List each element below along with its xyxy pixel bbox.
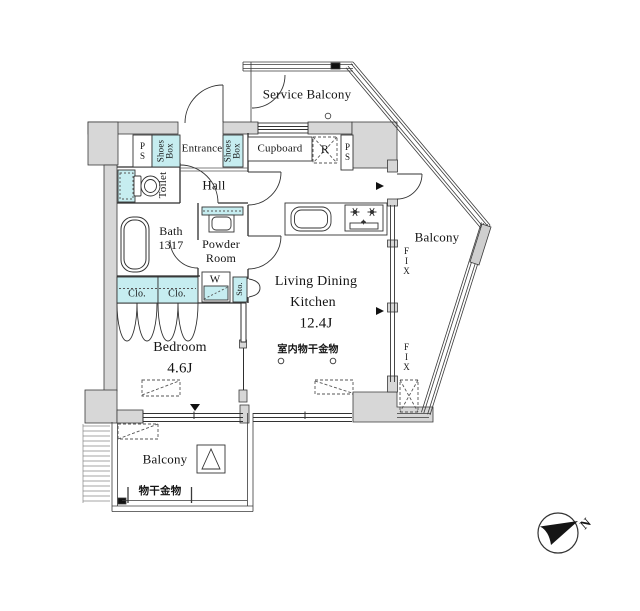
- balcony-east-label: Balcony: [414, 229, 460, 245]
- bath-label: Bath 1317: [158, 224, 184, 252]
- kitchen-counter: [284, 202, 388, 236]
- balcony-south-label: Balcony: [142, 451, 188, 467]
- toilet-label: Toilet: [157, 171, 170, 199]
- opening-direction-icons: [190, 182, 384, 411]
- shoes-box-right-label: Shoes Box: [222, 139, 242, 163]
- fixed-cabinets: [132, 134, 354, 171]
- bathtub: [120, 216, 150, 273]
- top-wall-window: [257, 122, 309, 134]
- entrance-label: Entrance: [181, 142, 223, 155]
- closet-left-label: Clo.: [128, 288, 146, 300]
- south-windows: [142, 411, 352, 423]
- stove-burner-icon: [350, 207, 377, 225]
- east-window-wall: [390, 205, 395, 382]
- bedroom-label: Bedroom: [153, 339, 207, 355]
- cupboard-label: Cupboard: [257, 142, 303, 155]
- kitchen-label: Kitchen: [290, 294, 336, 310]
- bedroom-ldk-wall: [240, 302, 247, 390]
- indoor-pole-label: 室内物干金物: [277, 344, 339, 356]
- service-balcony-label: Service Balcony: [262, 86, 352, 102]
- refrigerator-label: R: [320, 142, 330, 157]
- ps-left-label: PS: [137, 141, 148, 161]
- living-dining-label: Living Dining: [274, 273, 358, 289]
- north-arrow-icon: [537, 512, 579, 554]
- closet-right-label: Clo.: [168, 288, 186, 300]
- shoes-box-left-label: Shoes Box: [155, 139, 175, 163]
- exterior-hatching: [82, 424, 110, 503]
- closets: [116, 271, 248, 304]
- powder-room-label: Powder Room: [202, 237, 240, 265]
- fix-upper-label: FIX: [401, 246, 412, 276]
- bedroom-size-label: 4.6J: [167, 360, 193, 377]
- east-balcony-railing: [345, 61, 492, 418]
- hall-label: Hall: [202, 177, 226, 193]
- pole-south-label: 物干金物: [138, 485, 182, 497]
- pole-hook-icons: [277, 357, 337, 365]
- doors: [116, 74, 423, 342]
- evacuation-hatch-icon: [196, 444, 226, 474]
- ps-right-label: PS: [342, 142, 353, 162]
- dashed-equipment-boxes: [117, 379, 419, 440]
- washer-label: W: [209, 273, 221, 286]
- walls: [84, 121, 434, 424]
- south-balcony-railing: [111, 413, 254, 512]
- toilet-fixture: [117, 169, 161, 203]
- storage-label: Sto.: [234, 282, 244, 296]
- service-balcony-railing: [242, 61, 353, 122]
- living-size-label: 12.4J: [299, 315, 333, 332]
- powder-washbasin: [201, 206, 244, 233]
- fix-lower-label: FIX: [401, 342, 412, 372]
- refrigerator-space: [312, 136, 338, 164]
- entrance-step: [180, 167, 248, 172]
